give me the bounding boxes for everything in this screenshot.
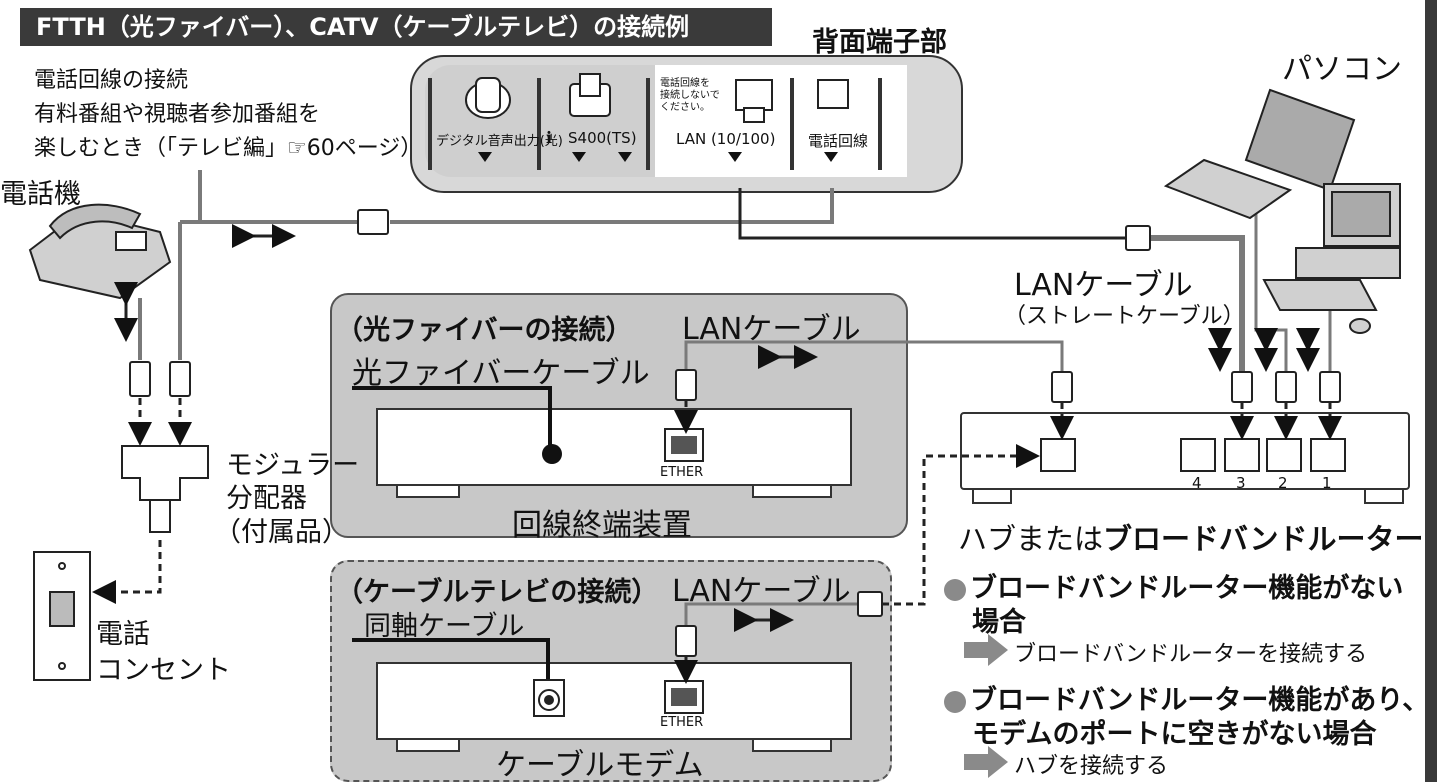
hub-port-label-4: 4 [1192,474,1202,492]
device-foot [396,740,460,752]
desktop-pc-icon [1262,183,1401,334]
rear-divider [428,78,432,170]
hub-port-label-3: 3 [1236,474,1246,492]
hub-caption-part1: ハブまたは [958,522,1104,556]
lan-cable-black [738,188,1132,240]
phone-port-label: 電話回線 [808,132,869,150]
modular-plug-icon [129,361,151,397]
hub-port-3 [1224,438,1260,472]
coax-port-icon [533,679,565,717]
onu-ether-label: ETHER [660,465,704,480]
hub-caption-part2: ブロードバンドルーター [1103,522,1424,556]
bullet-icon [944,690,966,713]
s400-port-label: S400(TS) [568,129,637,147]
splitter-label-line2: 分配器 [226,483,307,514]
hub-uplink-port [1040,438,1076,472]
device-foot [752,486,832,498]
phone-line-port-icon [817,79,849,109]
pc-label: パソコン [1282,52,1402,87]
hub-port-label-2: 2 [1278,474,1288,492]
rear-panel-label: 背面端子部 [812,27,947,58]
lan-plug-icon [1275,371,1297,403]
right-arrow-icon [964,634,1008,778]
lan-plug-icon [675,369,697,401]
modem-ether-jack [671,688,697,706]
optical-port-icon [465,77,511,119]
phone-note-line2: 有料番組や視聴者参加番組を [34,102,321,127]
rear-divider [790,78,794,170]
rear-down-arrows [478,152,838,162]
note-case1-title-line1: ブロードバンドルーター機能がない [944,566,1403,605]
device-foot [1364,490,1404,504]
lan-plug-icon [1051,371,1073,403]
device-foot [972,490,1012,504]
main-lan-cable-sub: （ストレートケーブル） [1004,304,1245,329]
note-case2-title-line2: モデムのポートに空きがない場合 [972,719,1377,750]
note-case1-title-line2: 場合 [972,607,1026,638]
coax-cable-label: 同軸ケーブル [364,611,525,642]
page-title: FTTH（光ファイバー）、CATV（ケーブルテレビ）の接続例 [20,8,772,46]
cable-section-heading: （ケーブルテレビの接続） [336,577,659,608]
phone-cable [138,170,834,360]
s400-info-icon: ℹ [546,128,553,147]
lan-port-label: LAN (10/100) [676,130,776,148]
note-case2-title-line1: ブロードバンドルーター機能があり、 [944,678,1429,717]
lan-plug-icon [857,591,883,617]
side-bar [1425,0,1437,782]
lan-plug-icon [1231,371,1253,403]
note-case1-action: ブロードバンドルーターを接続する [1014,642,1368,667]
cable-modem-label: ケーブルモデム [496,748,704,783]
rear-divider [878,78,882,170]
fiber-lan-cable [684,340,1064,372]
outlet-label-line2: コンセント [96,655,231,686]
splitter-label-line3: （付属品） [214,517,349,548]
onu-ether-jack [671,436,697,454]
telephone-label: 電話機 [0,179,81,210]
rear-divider [537,78,541,170]
outlet-label-line1: 電話 [96,619,150,650]
lan-port-icon [735,79,773,123]
splitter-label-line1: モジュラー [226,450,360,481]
modular-plug-icon [169,361,191,397]
modular-splitter-icon [121,445,209,533]
wall-outlet-icon [33,551,91,681]
bullet-icon [944,578,966,601]
digital-audio-port-label: デジタル音声出力(光) [436,134,563,149]
fiber-port [542,444,562,464]
lan-plug-icon [1319,371,1341,403]
lan-plug-icon [1125,225,1151,251]
coax-cable [352,638,550,680]
device-foot [396,486,460,498]
phone-note-line1: 電話回線の接続 [34,68,189,93]
lan-warning-note: 電話回線を 接続しないで ください。 [660,78,720,113]
rear-divider [646,78,650,170]
fiber-cable-label: 光ファイバーケーブル [352,356,650,391]
fiber-section-heading: （光ファイバーの接続） [336,315,633,346]
hub-port-label-1: 1 [1322,474,1332,492]
rear-panel-lan-area [655,65,907,177]
modem-ether-label: ETHER [660,715,704,730]
phone-note-line3: 楽しむとき（「テレビ編」☞60ページ） [34,136,423,161]
telephone-icon [28,203,172,300]
onu-device-label: 回線終端装置 [512,508,692,543]
hub-port-4 [1180,438,1216,472]
lan-plug-icon [675,625,697,657]
device-foot [752,740,832,752]
onu-device [376,408,852,486]
modem-lan-cable [684,602,858,626]
note-case2-action: ハブを接続する [1014,754,1169,779]
cable-modem-device [376,662,852,740]
double-arrow-icon [114,224,1320,632]
modular-plug-icon [357,209,389,235]
main-lan-cable-label: LANケーブル [1014,268,1193,303]
laptop-icon [1163,88,1356,220]
s400-port-icon [569,73,611,117]
hub-caption: ハブまたはブロードバンドルーター [958,516,1423,558]
fiber-optic-cable [352,386,552,450]
lan-cable-thick [1150,235,1245,372]
